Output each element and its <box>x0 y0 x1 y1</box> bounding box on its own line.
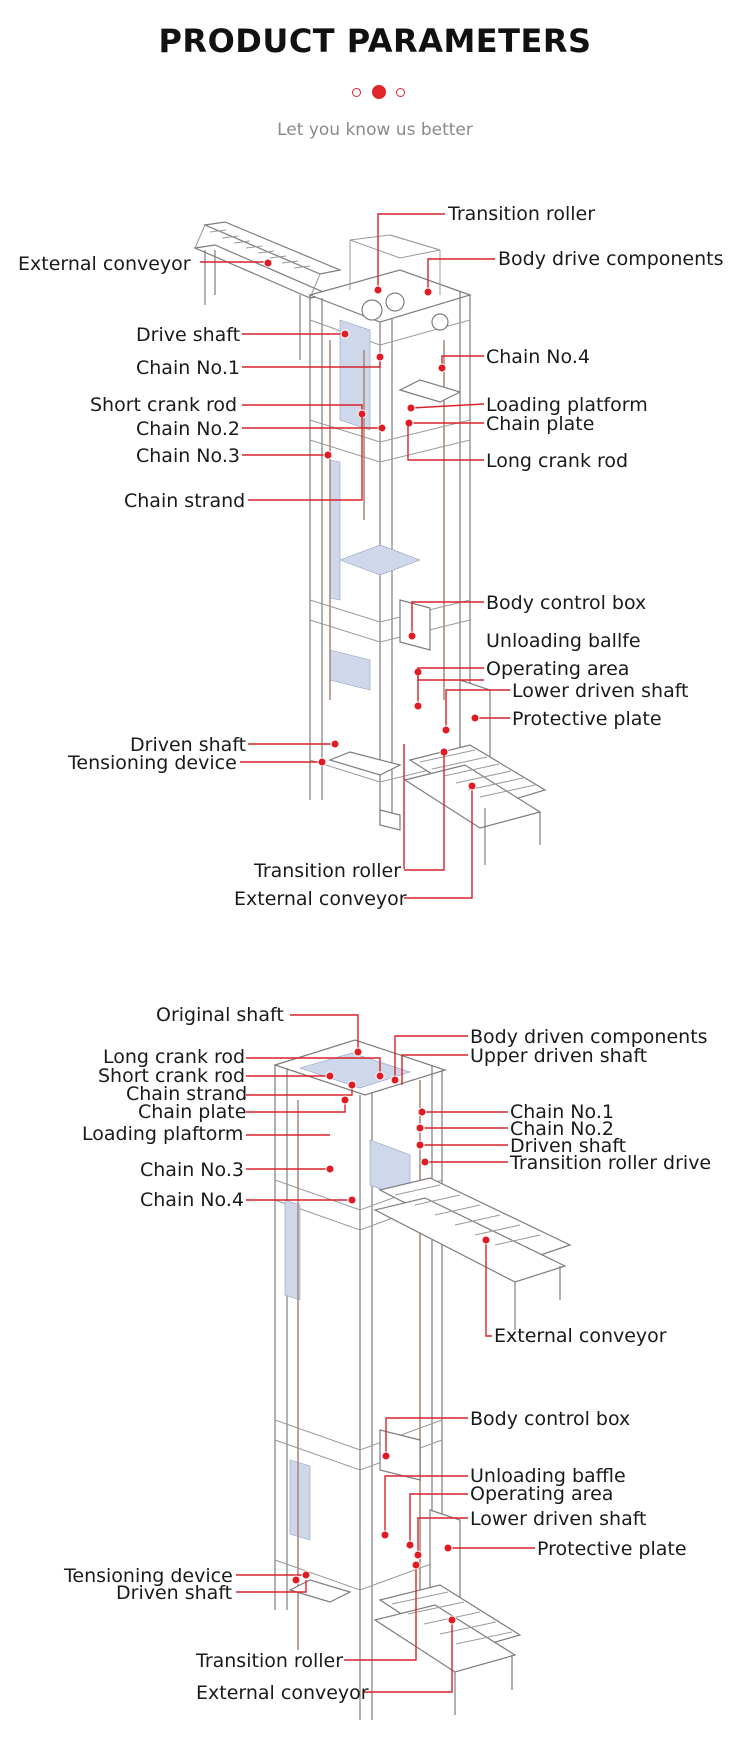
label-driven-shaft: Driven shaft <box>130 734 246 756</box>
label-transition-roller-bottom: Transition roller <box>253 860 401 882</box>
elevator-illustration-1 <box>192 221 547 865</box>
page-subtitle: Let you know us better <box>277 120 473 140</box>
label-drive-shaft: Drive shaft <box>136 324 240 346</box>
label-chain-no4: Chain No.4 <box>486 346 590 368</box>
label-external-conveyor-lower: External conveyor <box>196 1682 369 1704</box>
callouts-1 <box>200 213 510 899</box>
label-body-drive-components: Body drive components <box>498 248 724 270</box>
label-unloading-ballfe: Unloading ballfe <box>486 630 641 652</box>
elevator-illustration-2 <box>273 1039 572 1720</box>
label-original-shaft: Original shaft <box>156 1004 284 1026</box>
label-tensioning-device: Tensioning device <box>63 1565 233 1587</box>
label-chain-no4: Chain No.4 <box>140 1189 244 1211</box>
label-tensioning-device: Tensioning device <box>67 752 237 774</box>
label-chain-no3: Chain No.3 <box>136 445 240 467</box>
dot-indicator <box>396 88 405 97</box>
elevator-diagram-1: Transition roller External conveyor Body… <box>18 203 724 910</box>
label-body-driven-components: Body driven components <box>470 1026 708 1048</box>
label-driven-shaft-upper: Driven shaft <box>510 1135 626 1157</box>
label-short-crank-rod: Short crank rod <box>90 394 237 416</box>
label-protective-plate: Protective plate <box>537 1538 687 1560</box>
label-chain-no3: Chain No.3 <box>140 1159 244 1181</box>
label-chain-strand: Chain strand <box>126 1083 247 1105</box>
dot-indicator-active <box>372 85 386 99</box>
label-short-crank-rod: Short crank rod <box>98 1065 245 1087</box>
label-transition-roller-drive: Transition roller drive <box>509 1152 711 1174</box>
callouts-2 <box>236 1014 535 1693</box>
label-loading-plaftorm: Loading plaftorm <box>82 1123 243 1145</box>
section-header: PRODUCT PARAMETERS Let you know us bette… <box>0 0 750 160</box>
label-body-control-box: Body control box <box>486 592 646 614</box>
label-unloading-baffle: Unloading baffle <box>470 1465 626 1487</box>
label-lower-driven-shaft: Lower driven shaft <box>512 680 689 702</box>
label-chain-no2: Chain No.2 <box>136 418 240 440</box>
label-chain-plate: Chain plate <box>138 1101 246 1123</box>
labels-2: Original shaft Body driven components Lo… <box>63 1004 711 1704</box>
label-chain-strand: Chain strand <box>124 490 245 512</box>
labels-1: Transition roller External conveyor Body… <box>18 203 724 910</box>
label-chain-no2: Chain No.2 <box>510 1118 614 1140</box>
label-loading-platform: Loading platform <box>486 394 648 416</box>
label-long-crank-rod: Long crank rod <box>103 1046 245 1068</box>
label-lower-driven-shaft: Lower driven shaft <box>470 1508 647 1530</box>
label-chain-no1: Chain No.1 <box>510 1101 614 1123</box>
elevator-diagram-2: Original shaft Body driven components Lo… <box>63 1004 711 1720</box>
label-transition-roller: Transition roller <box>195 1650 343 1672</box>
label-external-conveyor: External conveyor <box>18 253 191 275</box>
label-body-control-box: Body control box <box>470 1408 630 1430</box>
label-operating-area: Operating area <box>486 658 629 680</box>
label-chain-no1: Chain No.1 <box>136 357 240 379</box>
pagination-dots <box>350 84 410 104</box>
label-chain-plate: Chain plate <box>486 413 594 435</box>
label-operating-area: Operating area <box>470 1483 613 1505</box>
label-long-crank-rod: Long crank rod <box>486 450 628 472</box>
label-driven-shaft-lower: Driven shaft <box>116 1582 232 1604</box>
label-external-conveyor-bottom: External conveyor <box>234 888 407 910</box>
dot-indicator <box>352 88 361 97</box>
label-transition-roller: Transition roller <box>447 203 595 225</box>
label-protective-plate: Protective plate <box>512 708 662 730</box>
label-external-conveyor-upper: External conveyor <box>494 1325 667 1347</box>
label-upper-driven-shaft: Upper driven shaft <box>470 1045 647 1067</box>
page-title: PRODUCT PARAMETERS <box>158 22 592 60</box>
